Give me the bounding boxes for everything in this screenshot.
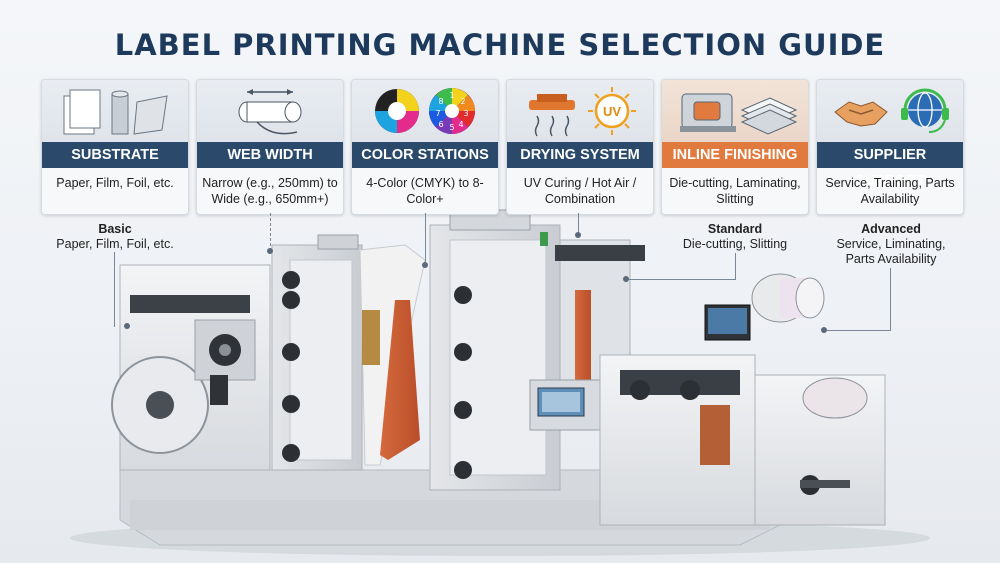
callout-body: Service, Liminating, Parts Availability [836,237,946,266]
card-description: Die-cutting, Laminating, Slitting [669,176,801,206]
card-title: DRYING SYSTEM [507,142,653,168]
card-title: SUBSTRATE [42,142,188,168]
leader-dot [422,262,428,268]
card-title: INLINE FINISHING [662,142,808,168]
card-description: UV Curing / Hot Air / Combination [523,176,637,206]
leader-dot [623,276,629,282]
card-drying-system: UV DRYING SYSTEM UV Curing / Hot Air / C… [506,79,654,215]
wheel-number: 3 [463,109,468,118]
wheel-number: 5 [449,123,454,132]
callout-standard: Standard Die-cutting, Slitting [670,222,800,252]
card-description: Paper, Film, Foil, etc. [56,176,174,190]
callout-body: Paper, Film, Foil, etc. [56,237,174,251]
die-cut-laminate-icon [662,80,808,142]
card-description: Service, Training, Parts Availability [825,176,955,206]
leader-dot [124,323,130,329]
uv-dryer-icon: UV [507,80,653,142]
web-roll-width-icon [197,80,343,142]
support-icon [817,80,963,142]
wheel-number: 1 [449,91,454,100]
leader-line [628,279,736,280]
card-color-stations: 1 2 3 4 5 6 7 8 COLOR STATIONS 4-Color (… [351,79,499,215]
wheel-number: 4 [458,120,463,129]
callout-basic: Basic Paper, Film, Foil, etc. [40,222,190,252]
card-web-width: WEB WIDTH Narrow (e.g., 250mm) to Wide (… [196,79,344,215]
leader-line [578,213,579,235]
callout-advanced: Advanced Service, Liminating, Parts Avai… [826,222,956,267]
callout-heading: Standard [707,222,763,236]
leader-line [114,252,115,327]
leader-line [890,268,891,330]
wheel-number: 7 [435,109,440,118]
callout-heading: Advanced [861,222,921,236]
leader-dot [821,327,827,333]
callout-heading: Basic [98,222,132,236]
leader-line [425,213,426,265]
leader-line [270,213,271,251]
uv-label: UV [603,104,621,119]
card-description: Narrow (e.g., 250mm) to Wide (e.g., 650m… [202,176,338,206]
card-supplier-support: SUPPLIER SUPPORT Service, Training, Part… [816,79,964,215]
leader-dot [575,232,581,238]
callout-body: Die-cutting, Slitting [682,237,788,251]
card-title: WEB WIDTH [197,142,343,168]
card-description: 4-Color (CMYK) to 8-Color+ [366,176,484,206]
wheel-number: 8 [438,97,443,106]
leader-line [735,253,736,279]
card-substrate: SUBSTRATE Paper, Film, Foil, etc. [41,79,189,215]
page-title: LABEL PRINTING MACHINE SELECTION GUIDE [114,28,886,62]
card-inline-finishing: INLINE FINISHING Die-cutting, Laminating… [661,79,809,215]
card-title: SUPPLIER SUPPORT [817,142,963,189]
color-wheel-icon: 1 2 3 4 5 6 7 8 [352,80,498,142]
leader-dot [267,248,273,254]
leader-line [826,330,891,331]
card-title: COLOR STATIONS [352,142,498,168]
materials-icon [42,80,188,142]
wheel-number: 6 [438,120,443,129]
wheel-number: 2 [460,97,465,106]
